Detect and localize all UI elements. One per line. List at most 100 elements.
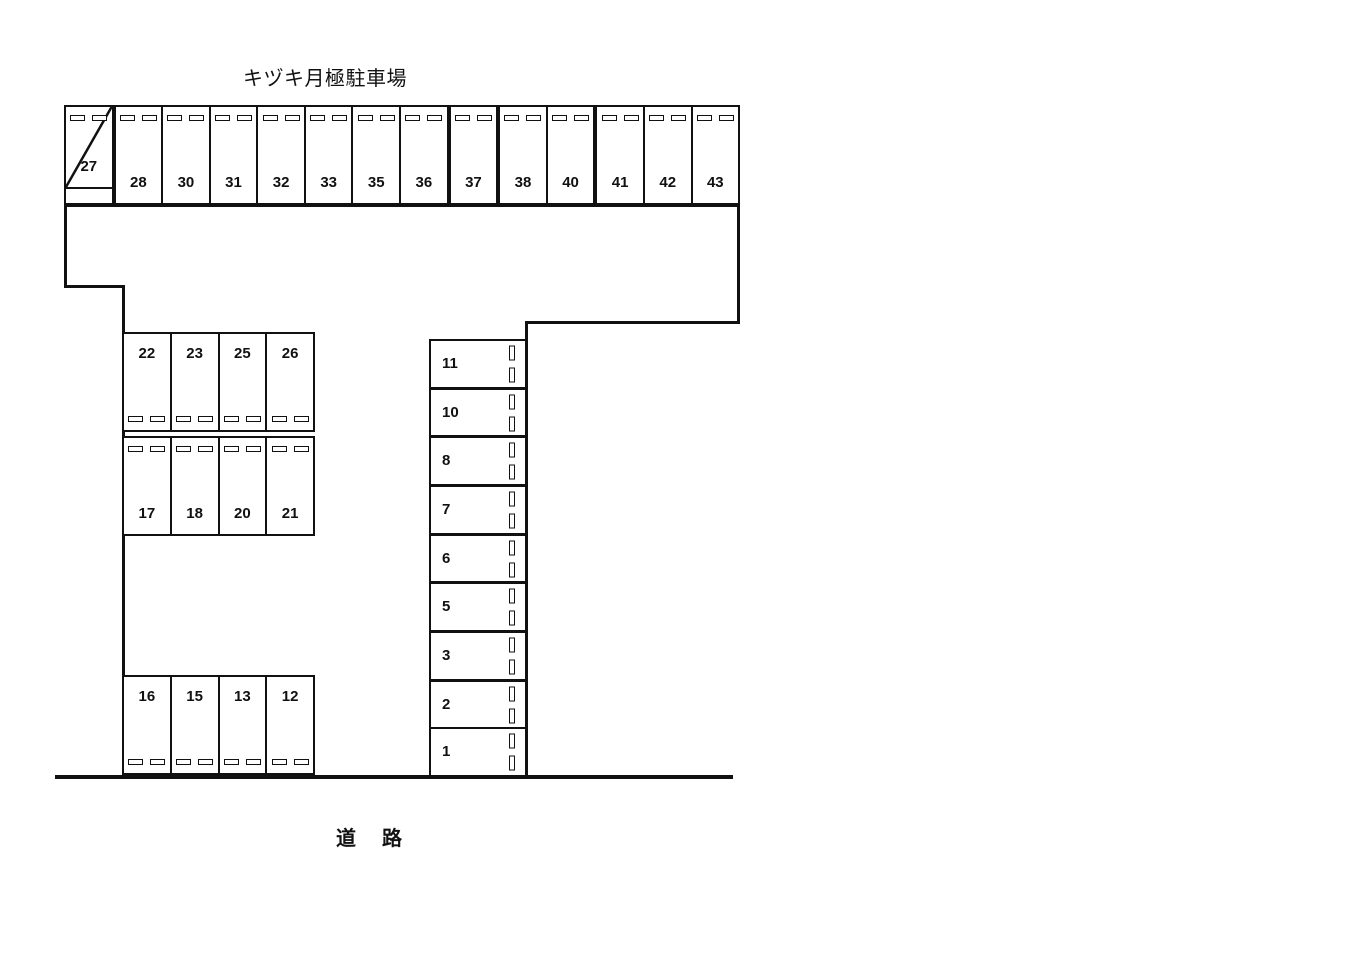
car-stop-icon <box>245 446 261 452</box>
page-title: キヅキ月極駐車場 <box>243 68 407 90</box>
car-stop-pair <box>401 115 447 121</box>
parking-stall-33[interactable]: 33 <box>303 107 352 203</box>
stall-number-label: 27 <box>80 158 98 175</box>
car-stop-pair <box>451 115 497 121</box>
parking-stall-37[interactable]: 37 <box>446 107 497 203</box>
parking-stall-35[interactable]: 35 <box>351 107 400 203</box>
car-stop-icon <box>509 345 515 361</box>
car-stop-icon <box>150 446 166 452</box>
car-stop-icon <box>245 759 261 765</box>
parking-stall-3[interactable]: 3 <box>431 630 525 679</box>
car-stop-icon <box>223 416 239 422</box>
car-stop-pair <box>509 637 515 675</box>
parking-stall-13[interactable]: 13 <box>217 677 266 773</box>
parking-stall-7[interactable]: 7 <box>431 484 525 533</box>
parking-stall-5[interactable]: 5 <box>431 581 525 631</box>
car-stop-icon <box>150 759 166 765</box>
car-stop-pair <box>645 115 691 121</box>
parking-stall-17[interactable]: 17 <box>124 438 170 534</box>
parking-stall-23[interactable]: 23 <box>169 334 218 430</box>
parking-stall-31[interactable]: 31 <box>208 107 257 203</box>
car-stop-icon <box>357 115 373 121</box>
car-stop-icon <box>454 115 470 121</box>
car-stop-icon <box>476 115 492 121</box>
parking-stall-42[interactable]: 42 <box>642 107 691 203</box>
parking-stall-12[interactable]: 12 <box>265 677 313 773</box>
parking-stall-8[interactable]: 8 <box>431 435 525 485</box>
parking-stall-1[interactable]: 1 <box>431 727 525 776</box>
parking-stall-40[interactable]: 40 <box>545 107 594 203</box>
parking-stall-43[interactable]: 43 <box>690 107 739 203</box>
car-stop-icon <box>284 115 300 121</box>
car-stop-icon <box>332 115 348 121</box>
car-stop-pair <box>548 115 594 121</box>
car-stop-pair <box>211 115 257 121</box>
car-stop-icon <box>509 610 515 626</box>
parking-stall-22[interactable]: 22 <box>124 334 170 430</box>
parking-stall-36[interactable]: 36 <box>399 107 447 203</box>
parking-stall-32[interactable]: 32 <box>256 107 304 203</box>
car-stop-icon <box>128 759 144 765</box>
car-stop-icon <box>509 513 515 529</box>
stall-number-label: 43 <box>706 174 724 191</box>
car-stop-icon <box>70 115 86 121</box>
car-stop-pair <box>220 416 266 422</box>
car-stop-pair <box>66 115 112 121</box>
boundary-right-upper <box>737 105 740 324</box>
car-stop-icon <box>262 115 278 121</box>
stall-number-label: 42 <box>659 174 677 191</box>
car-stop-icon <box>119 115 135 121</box>
car-stop-icon <box>141 115 157 121</box>
car-stop-icon <box>223 446 239 452</box>
stall-number-label: 11 <box>442 354 458 372</box>
car-stop-icon <box>509 562 515 578</box>
car-stop-icon <box>509 367 515 383</box>
stall-number-label: 36 <box>415 174 433 191</box>
car-stop-pair <box>267 446 313 452</box>
stall-number-label: 35 <box>367 174 385 191</box>
parking-stall-21[interactable]: 21 <box>265 438 313 534</box>
car-stop-icon <box>696 115 712 121</box>
parking-stall-2[interactable]: 2 <box>431 678 525 728</box>
car-stop-icon <box>509 588 515 604</box>
car-stop-icon <box>509 708 515 724</box>
parking-stall-28[interactable]: 28 <box>111 107 162 203</box>
car-stop-pair <box>124 759 170 765</box>
parking-stall-20[interactable]: 20 <box>217 438 266 534</box>
car-stop-pair <box>509 491 515 529</box>
car-stop-icon <box>176 416 192 422</box>
car-stop-icon <box>509 416 515 431</box>
parking-stall-27[interactable]: 27 <box>66 107 112 189</box>
car-stop-icon <box>509 394 515 409</box>
car-stop-icon <box>128 446 144 452</box>
car-stop-pair <box>306 115 352 121</box>
parking-stall-11[interactable]: 11 <box>431 341 525 387</box>
car-stop-pair <box>258 115 304 121</box>
parking-stall-6[interactable]: 6 <box>431 532 525 582</box>
parking-stall-10[interactable]: 10 <box>431 386 525 436</box>
parking-stall-38[interactable]: 38 <box>496 107 546 203</box>
car-stop-icon <box>293 416 309 422</box>
car-stop-icon <box>509 442 515 458</box>
stall-number-label: 21 <box>281 505 299 522</box>
parking-stall-30[interactable]: 30 <box>161 107 209 203</box>
boundary-under-top-row <box>64 204 740 207</box>
car-stop-icon <box>509 464 515 480</box>
car-stop-icon <box>198 446 214 452</box>
car-stop-icon <box>718 115 734 121</box>
car-stop-icon <box>198 759 214 765</box>
parking-stall-15[interactable]: 15 <box>169 677 218 773</box>
car-stop-icon <box>198 416 214 422</box>
car-stop-icon <box>671 115 687 121</box>
parking-stall-18[interactable]: 18 <box>169 438 218 534</box>
parking-stall-26[interactable]: 26 <box>265 334 313 430</box>
parking-stall-16[interactable]: 16 <box>124 677 170 773</box>
car-stop-icon <box>245 416 261 422</box>
parking-stall-41[interactable]: 41 <box>593 107 643 203</box>
parking-stall-25[interactable]: 25 <box>217 334 266 430</box>
stall-number-label: 30 <box>177 174 195 191</box>
car-stop-pair <box>267 759 313 765</box>
car-stop-icon <box>601 115 617 121</box>
stall-number-label: 2 <box>442 695 451 713</box>
